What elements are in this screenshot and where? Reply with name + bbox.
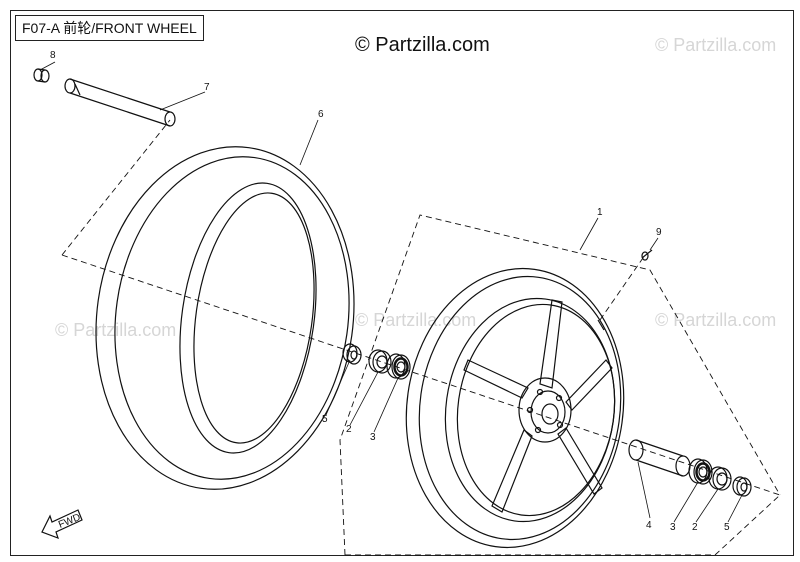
callout-7: 7 (204, 82, 210, 93)
leader-lines (39, 61, 743, 523)
callout-2-right: 2 (692, 522, 698, 533)
part-5-spacer-left (342, 343, 362, 365)
callout-8: 8 (50, 50, 56, 61)
callout-3-left: 3 (370, 432, 376, 443)
part-7-front-axle (64, 78, 176, 127)
watermark-faint-center: © Partzilla.com (355, 310, 477, 330)
part-8-axle-nut (33, 68, 50, 83)
part-1-wheel-rim (405, 267, 625, 549)
part-5-spacer-right (732, 476, 752, 497)
watermark-faint-left: © Partzilla.com (55, 320, 177, 340)
part-3-bearing-right (688, 458, 713, 485)
part-4-collar (628, 439, 691, 477)
part-3-bearing-left (386, 353, 411, 380)
callout-1: 1 (597, 207, 603, 218)
watermark-main: © Partzilla.com (355, 34, 490, 56)
part-6-tire (95, 146, 355, 490)
callout-9: 9 (656, 227, 662, 238)
fwd-label: FWD (57, 512, 82, 531)
watermark-faint-top-right: © Partzilla.com (655, 35, 777, 55)
diagram-frame (10, 10, 794, 556)
callout-3-right: 3 (670, 522, 676, 533)
callout-6: 6 (318, 109, 324, 120)
callout-5-right: 5 (724, 522, 730, 533)
part-9-valve-stem (641, 249, 653, 261)
fwd-arrow-icon (41, 509, 83, 540)
callout-4: 4 (646, 520, 652, 531)
diagram-title: F07-A 前轮/FRONT WHEEL (15, 15, 204, 41)
watermark-faint-right: © Partzilla.com (655, 310, 777, 330)
assembly-lines (61, 119, 781, 556)
callout-5-left: 5 (322, 414, 328, 425)
callout-2-left: 2 (346, 424, 352, 435)
